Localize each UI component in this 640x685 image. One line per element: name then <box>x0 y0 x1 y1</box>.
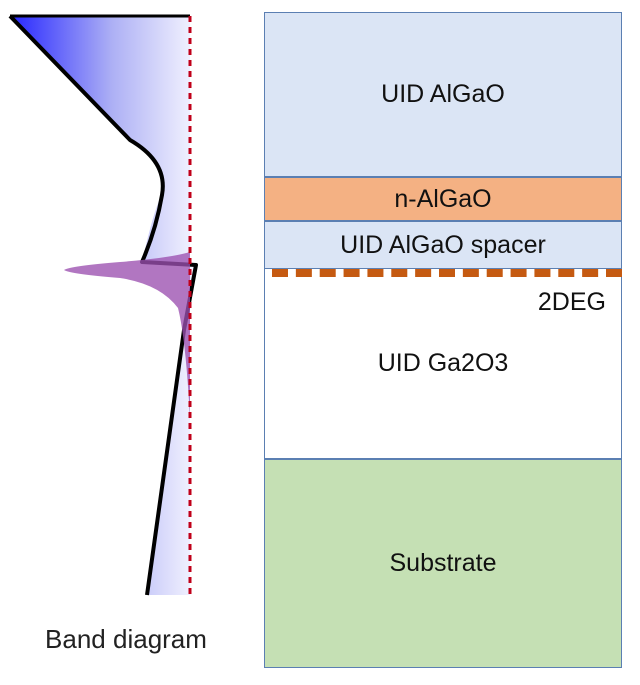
layer-uid-ga2o3-label: UID Ga2O3 <box>377 349 509 377</box>
band-diagram-caption: Band diagram <box>45 624 207 654</box>
layer-uid-algao-label: UID AlGaO <box>381 80 505 108</box>
layer-uid-algao-spacer: UID AlGaO spacer <box>264 221 622 269</box>
layer-uid-algao: UID AlGaO <box>264 12 622 177</box>
electron-density-profile <box>64 252 190 420</box>
layer-uid-algao-spacer-label: UID AlGaO spacer <box>340 230 546 259</box>
layer-stack: UID AlGaO n-AlGaO UID AlGaO spacer UID G… <box>264 12 624 668</box>
layer-n-algao: n-AlGaO <box>264 177 622 221</box>
layer-uid-ga2o3: UID Ga2O3 <box>264 269 622 459</box>
layer-substrate-label: Substrate <box>389 549 497 577</box>
layer-substrate: Substrate <box>264 459 622 668</box>
band-fill <box>10 16 196 595</box>
two-deg-label: 2DEG <box>537 288 606 316</box>
two-deg-dashed-line <box>272 269 622 277</box>
conduction-band-curve <box>8 14 198 596</box>
band-diagram <box>8 14 198 596</box>
layer-n-algao-label: n-AlGaO <box>394 184 492 213</box>
